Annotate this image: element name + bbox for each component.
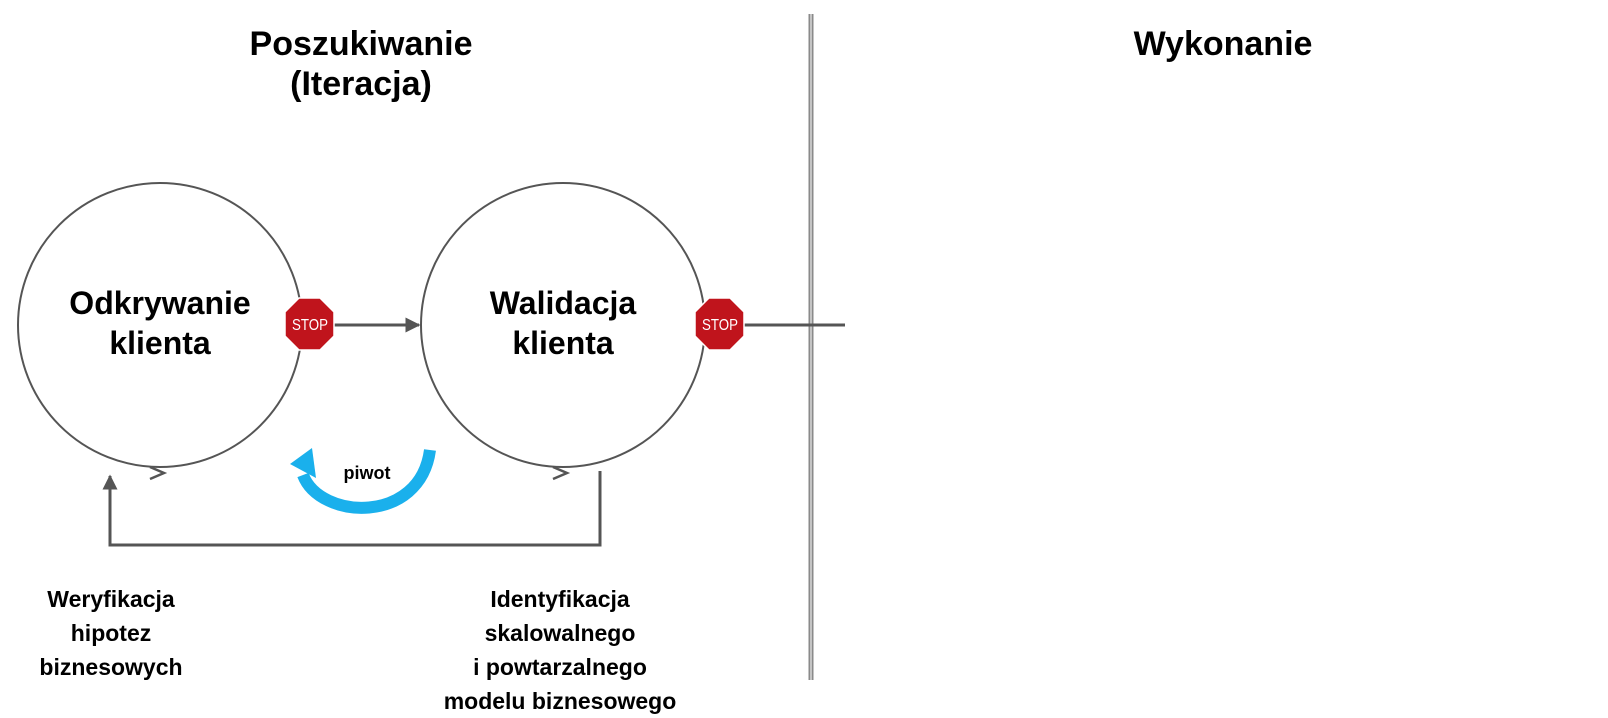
execution-phase-heading: Wykonanie xyxy=(1123,24,1323,64)
search-phase-subtitle: (Iteracja) xyxy=(290,65,432,103)
discovery-label-line1: Odkrywanie xyxy=(69,285,251,321)
hypotheses-caption-line2: hipotez xyxy=(70,620,152,646)
model-caption-line4: modelu biznesowego xyxy=(443,688,677,714)
stop-sign-second-label: STOP xyxy=(702,317,738,334)
validation-cycle-arrowhead xyxy=(552,465,571,481)
pivot-arrow-icon xyxy=(290,448,436,514)
pivot-label: piwot xyxy=(344,463,391,483)
validation-label-line1: Walidacja xyxy=(489,285,637,321)
validation-circle-label: Walidacja klienta xyxy=(443,283,683,363)
model-caption-line2: skalowalnego xyxy=(484,620,636,646)
validation-label-line2: klienta xyxy=(512,325,614,361)
hypotheses-caption: Weryfikacja hipotez biznesowych xyxy=(0,582,222,684)
model-caption: Identyfikacja skalowalnego i powtarzalne… xyxy=(410,582,710,718)
execution-phase-title: Wykonanie xyxy=(1133,25,1313,63)
discovery-cycle-arrowhead xyxy=(149,465,168,481)
search-phase-title: Poszukiwanie xyxy=(249,25,473,63)
stop-sign-second: STOP xyxy=(694,297,745,351)
discovery-label-line2: klienta xyxy=(109,325,211,361)
hypotheses-caption-line3: biznesowych xyxy=(39,654,183,680)
model-caption-line3: i powtarzalnego xyxy=(473,654,647,680)
feedback-loop-arrow xyxy=(102,471,602,547)
stop-sign-first-label: STOP xyxy=(292,317,328,334)
hypotheses-caption-line1: Weryfikacja xyxy=(47,586,175,612)
stop-sign-first: STOP xyxy=(284,297,335,351)
search-phase-heading: Poszukiwanie (Iteracja) xyxy=(237,24,485,104)
model-caption-line1: Identyfikacja xyxy=(490,586,630,612)
discovery-circle-label: Odkrywanie klienta xyxy=(40,283,280,363)
